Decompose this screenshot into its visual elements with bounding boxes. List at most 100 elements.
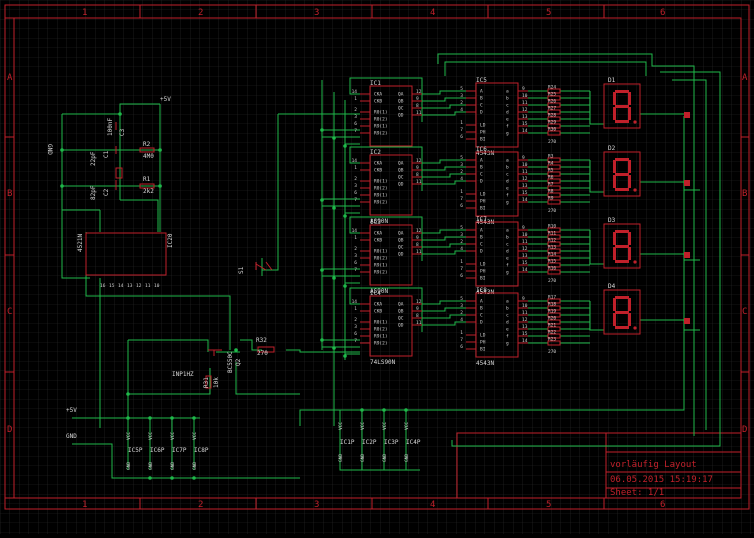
decoder-in-number: 2 <box>460 169 463 175</box>
resistor-id: R29 <box>548 120 556 126</box>
power-section[interactable]: +5V GND <box>66 407 77 440</box>
resistor-id: R13 <box>548 245 556 251</box>
counter-out-number: 11 <box>416 249 422 255</box>
resistor-id: R3 <box>548 154 554 160</box>
decoder-out-label: f <box>506 124 509 130</box>
resistor <box>547 333 561 339</box>
junction-dot <box>320 198 324 202</box>
resistor-id: R4 <box>548 161 554 167</box>
sheet-text: Sheet: 1/1 <box>610 488 664 498</box>
resistor <box>547 102 561 108</box>
decoder-out-label: g <box>506 132 509 137</box>
counter-out-label: QD <box>398 182 404 188</box>
wire <box>286 349 360 353</box>
counter-pin-number: 3 <box>354 324 357 330</box>
decoder-in-label: PH <box>480 340 486 346</box>
decoder-out-label: b <box>506 306 509 312</box>
counter-pin-number: 1 <box>354 235 357 241</box>
decoder-out-label: f <box>506 334 509 340</box>
power-part-id: IC2P <box>362 439 377 446</box>
osc-resistor-r1 <box>139 183 155 189</box>
junction-dot <box>170 416 174 420</box>
counter-pin-label: CKB <box>374 309 382 315</box>
decoder-in-label: D <box>480 110 483 116</box>
junction-dot <box>320 268 324 272</box>
display-body <box>603 151 641 197</box>
counter-pin-label: CKA <box>374 92 382 98</box>
display-body <box>603 289 641 335</box>
wire <box>422 321 466 326</box>
wire <box>422 300 466 305</box>
display-id: D1 <box>608 77 616 84</box>
seven-seg-display[interactable]: D1 <box>603 77 690 129</box>
decoder-in-label: C <box>480 242 483 248</box>
wire <box>422 307 466 312</box>
counter-out-number: 8 <box>416 103 419 109</box>
decoder-in-number: 6 <box>460 344 463 350</box>
power-part-id: IC1P <box>340 439 355 446</box>
decoder-in-label: A <box>480 228 483 234</box>
counter-pin-number: 3 <box>354 114 357 120</box>
wire <box>128 339 209 352</box>
counter-body <box>369 154 413 216</box>
resistor-id: R6 <box>548 175 554 181</box>
junction-dot <box>332 206 336 210</box>
input-stage[interactable]: INP1HZ BC550C Q2 R31 10k R32 270 S1 <box>172 266 268 388</box>
counter-pin-number: 6 <box>354 331 357 337</box>
junction-dot <box>332 136 336 140</box>
display-segment <box>615 120 629 123</box>
display-segment <box>613 313 616 326</box>
decoder-body <box>475 221 519 287</box>
counter-pin-label: R0(2) <box>374 117 388 123</box>
counter-pin-number: 14 <box>352 299 358 305</box>
decoder-in-label: B <box>480 96 483 102</box>
display-segment <box>615 90 629 93</box>
resistor-id: R9 <box>548 196 554 202</box>
decoder-out-label: c <box>506 104 509 109</box>
counter-out-label: QA <box>398 302 404 308</box>
seven-seg-display[interactable]: D3 <box>603 217 690 269</box>
decoder-in-number: 3 <box>460 162 463 168</box>
resistor <box>547 262 561 268</box>
resistor-id: R21 <box>548 323 556 329</box>
counter-pin-number: 6 <box>354 190 357 196</box>
counter-pin-label: CKB <box>374 238 382 244</box>
row-label-left: D <box>7 425 12 435</box>
oscillator-block[interactable]: 4521N IC20 +5V GND C1 C2 C3 22pF 100nF 8… <box>46 96 174 276</box>
decoder-in-label: BI <box>480 137 486 143</box>
column-label-top: 2 <box>198 8 203 18</box>
decoder-in-label: BI <box>480 276 486 282</box>
counter-ic[interactable]: IC3AS90NCKA14CKB1R0(1)2R0(2)3R9(1)6R9(2)… <box>352 219 422 295</box>
decoder-out-number: 15 <box>522 260 528 266</box>
date-text: 06.05.2015 15:19:17 <box>610 475 713 485</box>
wire <box>451 71 721 447</box>
decoder-out-number: 14 <box>522 267 528 273</box>
counter-ic[interactable]: IC2AS90NCKA14CKB1R0(1)2R0(2)3R9(1)6R9(2)… <box>352 149 422 225</box>
seven-seg-display[interactable]: D4 <box>603 283 690 335</box>
seven-seg-display[interactable]: D2 <box>603 145 690 197</box>
counter-out-label: QB <box>398 309 404 315</box>
counter-pin-label: CKA <box>374 161 382 167</box>
resistor <box>547 192 561 198</box>
counter-ic[interactable]: IC474LS90NCKA14CKB1R0(1)2R0(2)3R9(1)6R9(… <box>352 290 422 366</box>
decoder-in-label: A <box>480 158 483 164</box>
power-vcc: VCC <box>338 422 344 430</box>
